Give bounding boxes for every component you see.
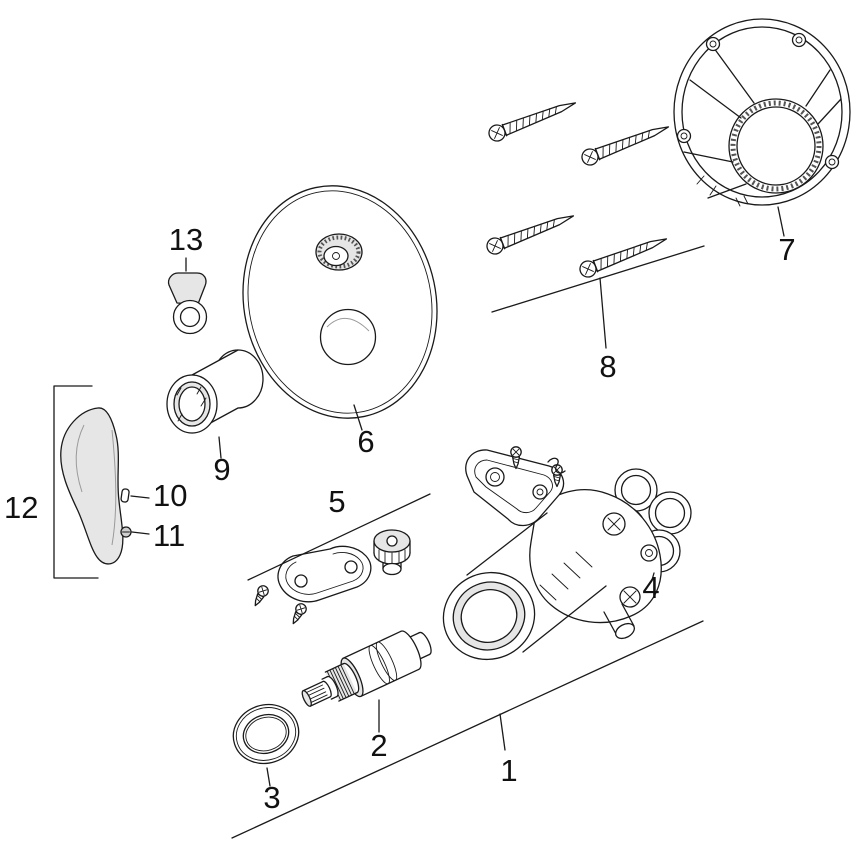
part-label-4: 4 bbox=[642, 570, 659, 605]
part-label-8: 8 bbox=[599, 349, 616, 384]
diverter-knob bbox=[315, 233, 363, 271]
leader-line-7 bbox=[777, 206, 785, 237]
leader-line-1 bbox=[499, 713, 506, 751]
part-label-7: 7 bbox=[778, 232, 795, 267]
part-3-trim-ring bbox=[232, 703, 300, 765]
plate-opening bbox=[319, 308, 377, 366]
screw bbox=[579, 118, 672, 168]
screw bbox=[484, 207, 577, 257]
part-7-mounting-plate bbox=[673, 18, 851, 207]
part-label-13: 13 bbox=[169, 222, 203, 257]
leader-line-11 bbox=[131, 531, 150, 535]
part-2-cartridge bbox=[301, 630, 432, 707]
bracket-1 bbox=[231, 620, 704, 839]
part-label-2: 2 bbox=[370, 728, 387, 763]
part-label-6: 6 bbox=[357, 424, 374, 459]
part-8-screws bbox=[484, 94, 672, 280]
part-9-sleeve bbox=[166, 349, 264, 434]
bracket-8 bbox=[491, 245, 705, 313]
gasket bbox=[277, 545, 372, 603]
part-13-handle-hub bbox=[167, 272, 208, 335]
part-label-12: 12 bbox=[4, 490, 38, 525]
leader-line-3 bbox=[266, 767, 271, 787]
leader-line-9 bbox=[218, 436, 222, 459]
stop-cap bbox=[373, 529, 411, 576]
outlet-bore bbox=[442, 571, 536, 661]
leader-line-6 bbox=[353, 404, 363, 431]
o-ring bbox=[648, 491, 692, 535]
leader-line-4 bbox=[651, 572, 655, 581]
part-label-5: 5 bbox=[328, 484, 345, 519]
part-labels: 13 6 7 8 9 12 10 11 5 2 3 4 1 bbox=[4, 222, 796, 815]
leader-line-10 bbox=[130, 495, 150, 499]
part-10-pin bbox=[120, 488, 130, 503]
leader-line-8 bbox=[599, 277, 607, 349]
part-6-escutcheon-plate bbox=[242, 185, 438, 419]
part-5-gasket-kit bbox=[250, 529, 411, 627]
bracket-5 bbox=[247, 493, 431, 581]
mounting-hole bbox=[676, 32, 840, 170]
fixing-screw bbox=[288, 601, 309, 627]
fixing-screw bbox=[250, 583, 271, 609]
part-1-valve-body bbox=[442, 446, 662, 661]
part-label-3: 3 bbox=[263, 780, 280, 815]
part-label-9: 9 bbox=[213, 452, 230, 487]
part-label-10: 10 bbox=[153, 478, 187, 513]
screw bbox=[486, 94, 579, 144]
part-label-1: 1 bbox=[500, 753, 517, 788]
part-12-lever-handle bbox=[60, 407, 124, 565]
part-11-set-screw bbox=[120, 526, 132, 538]
screw bbox=[577, 230, 670, 280]
bracket-12 bbox=[53, 385, 99, 579]
leader-lines bbox=[53, 206, 785, 839]
part-label-11: 11 bbox=[153, 518, 185, 553]
